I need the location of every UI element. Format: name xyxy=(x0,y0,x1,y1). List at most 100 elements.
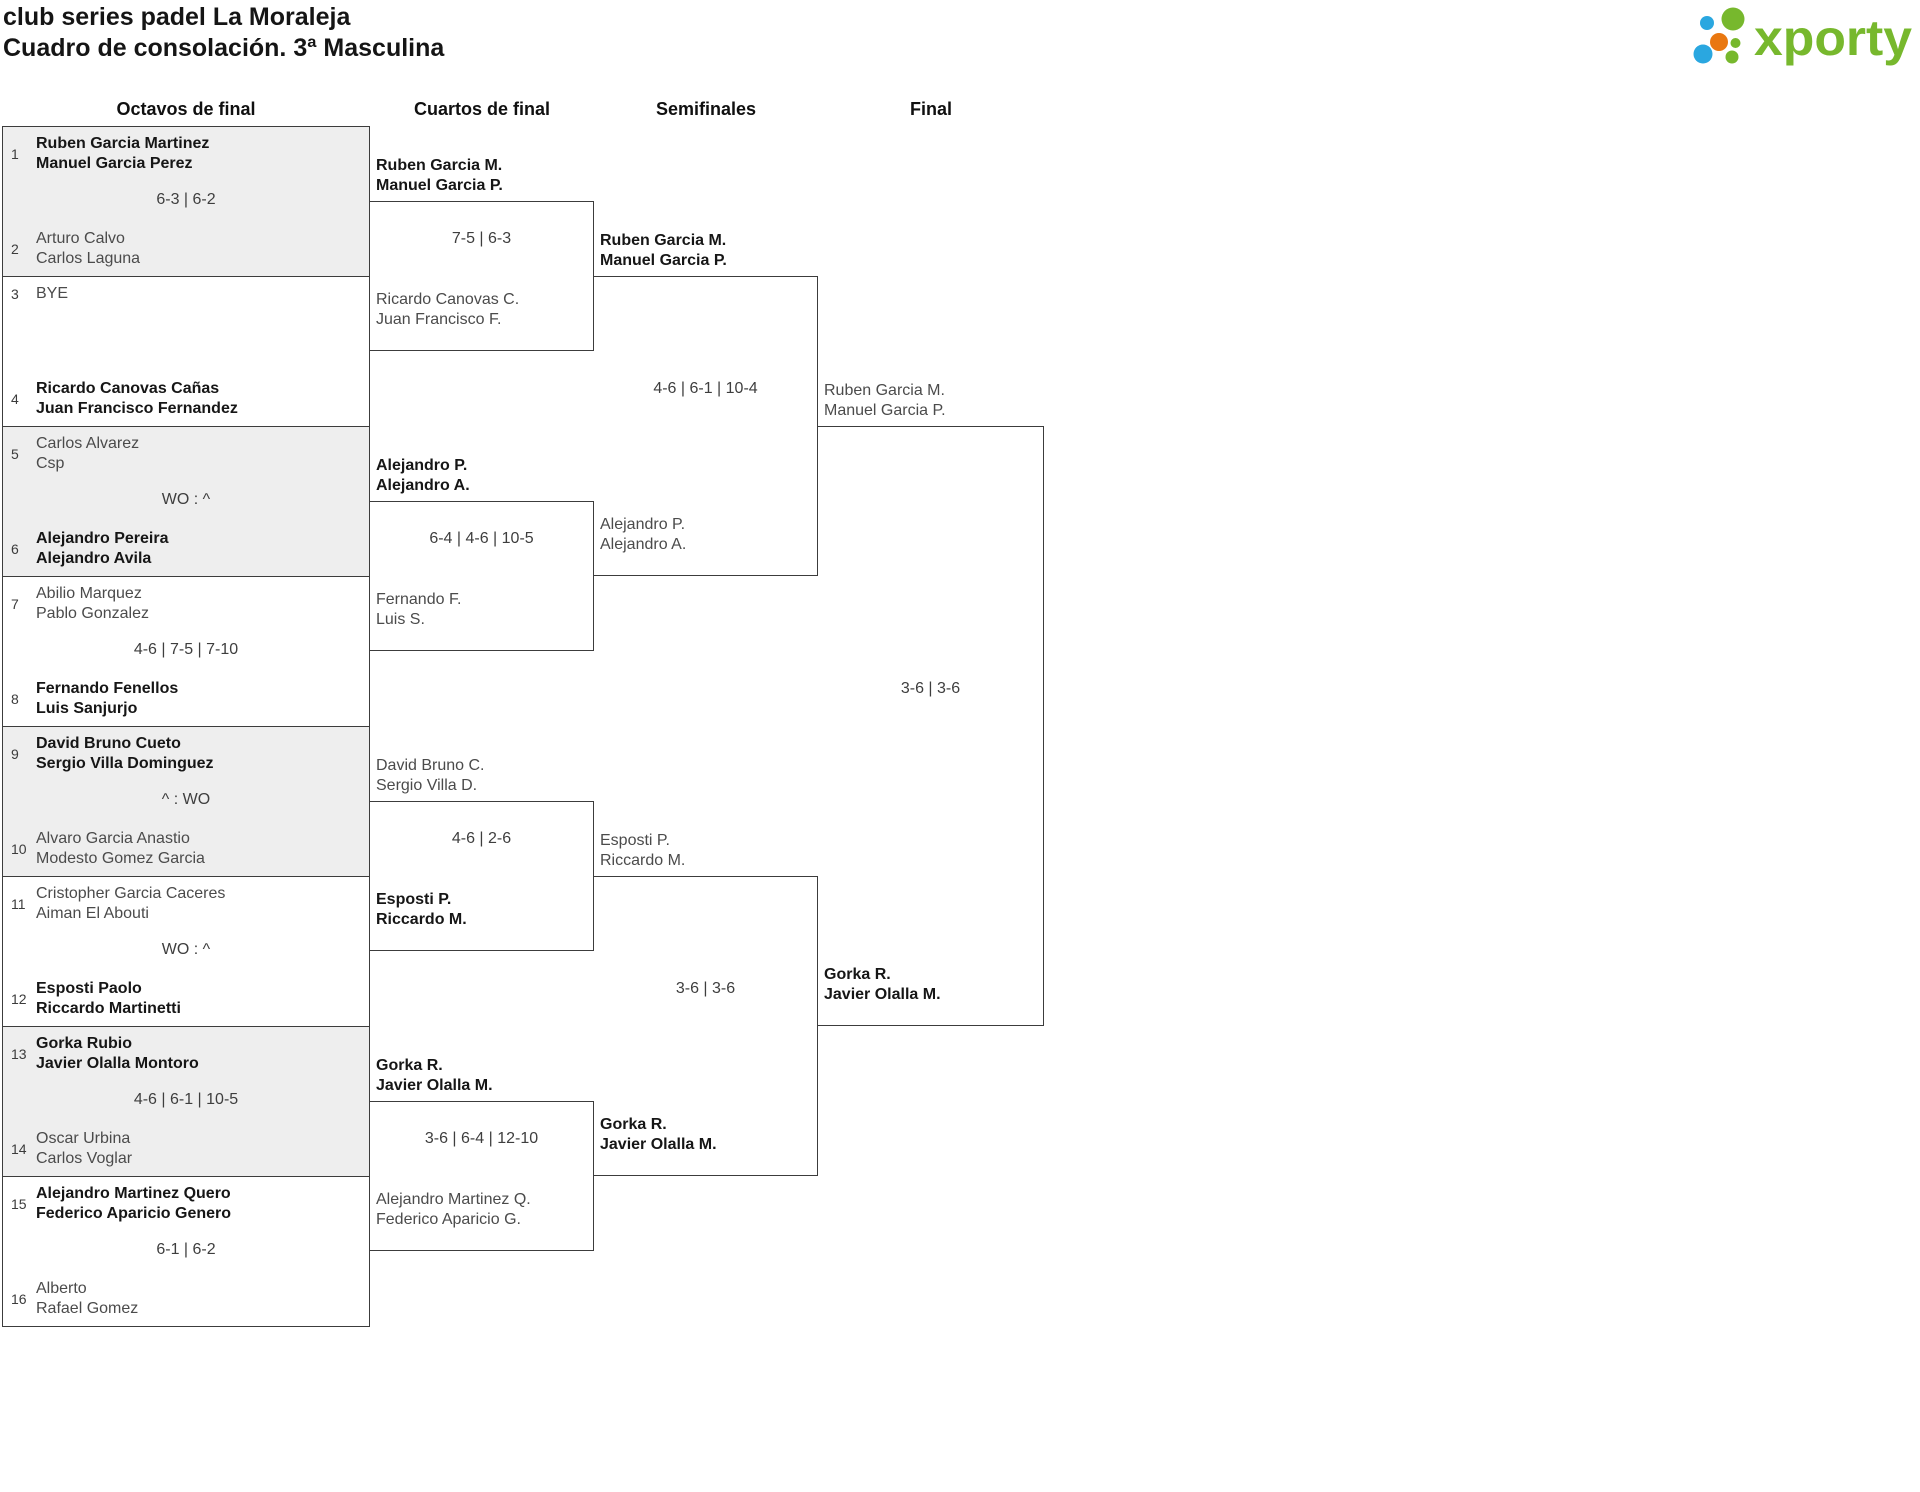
octavos-match-4: 7 Abilio Marquez Pablo Gonzalez 4-6 | 7-… xyxy=(2,576,370,727)
team-name: Esposti P. Riccardo M. xyxy=(600,832,686,869)
team-name: Esposti Paolo Riccardo Martinetti xyxy=(36,980,181,1017)
match-score: WO : ^ xyxy=(161,491,211,508)
octavos-match-5: 9 David Bruno Cueto Sergio Villa Domingu… xyxy=(2,726,370,877)
match-score: 4-6 | 6-1 | 10-5 xyxy=(133,1091,239,1108)
bracket-subtitle: Cuadro de consolación. 3ª Masculina xyxy=(3,34,445,62)
seed-number: 15 xyxy=(11,1196,27,1212)
team-name: Gorka R. Javier Olalla M. xyxy=(600,1116,717,1153)
team-name: Oscar Urbina Carlos Voglar xyxy=(36,1130,133,1167)
page-header: club series padel La Moraleja Cuadro de … xyxy=(3,2,444,64)
team-slot: 12 Esposti Paolo Riccardo Martinetti xyxy=(9,979,181,1019)
team-name: Alejandro P. Alejandro A. xyxy=(600,516,687,553)
team-slot: 4 Ricardo Canovas Cañas Juan Francisco F… xyxy=(9,379,238,419)
round-header-octavos: Octavos de final xyxy=(116,99,256,119)
match-score: 6-3 | 6-2 xyxy=(156,191,216,208)
logo-dot xyxy=(1725,50,1739,64)
octavos-match-2: 3 BYE 4 Ricardo Canovas Cañas Juan Franc… xyxy=(2,276,370,427)
team-slot: 1 Ruben Garcia Martinez Manuel Garcia Pe… xyxy=(9,134,209,174)
team-slot: 14 Oscar Urbina Carlos Voglar xyxy=(9,1129,132,1169)
team-name: David Bruno Cueto Sergio Villa Dominguez xyxy=(36,735,214,772)
team-name: Ricardo Canovas Cañas Juan Francisco Fer… xyxy=(36,380,238,417)
seed-number: 5 xyxy=(11,446,19,462)
logo-wordmark: xporty xyxy=(1754,10,1912,66)
team-name: BYE xyxy=(36,285,69,302)
team-slot: 8 Fernando Fenellos Luis Sanjurjo xyxy=(9,679,178,719)
seed-number: 1 xyxy=(11,146,19,162)
seed-number: 13 xyxy=(11,1046,27,1062)
octavos-match-1: 1 Ruben Garcia Martinez Manuel Garcia Pe… xyxy=(2,126,370,277)
round-header-cuartos: Cuartos de final xyxy=(413,99,551,119)
cuartos-match-3: David Bruno C. Sergio Villa D. 4-6 | 2-6… xyxy=(370,757,594,951)
team-name: Alejandro Pereira Alejandro Avila xyxy=(36,530,169,567)
team-name: Carlos Alvarez Csp xyxy=(36,435,140,472)
team-name: Gorka R. Javier Olalla M. xyxy=(824,966,941,1003)
team-slot: 15 Alejandro Martinez Quero Federico Apa… xyxy=(9,1184,231,1224)
team-name: David Bruno C. Sergio Villa D. xyxy=(376,757,485,794)
octavos-match-6: 11 Cristopher Garcia Caceres Aiman El Ab… xyxy=(2,876,370,1027)
match-score: 7-5 | 6-3 xyxy=(451,230,512,247)
team-name: Ruben Garcia Martinez Manuel Garcia Pere… xyxy=(36,135,210,172)
seed-number: 4 xyxy=(11,391,19,407)
final-match: Ruben Garcia M. Manuel Garcia P. 3-6 | 3… xyxy=(818,382,1044,1026)
seed-number: 16 xyxy=(11,1291,27,1307)
team-name: Alberto Rafael Gomez xyxy=(36,1280,139,1317)
team-slot: 7 Abilio Marquez Pablo Gonzalez xyxy=(9,584,149,624)
seed-number: 14 xyxy=(11,1141,27,1157)
logo-dot xyxy=(1710,33,1728,51)
round-header-semifinales: Semifinales xyxy=(655,99,757,119)
cuartos-match-2: Alejandro P. Alejandro A. 6-4 | 4-6 | 10… xyxy=(370,457,594,651)
team-slot: 11 Cristopher Garcia Caceres Aiman El Ab… xyxy=(9,884,225,924)
team-name: Esposti P. Riccardo M. xyxy=(376,891,467,928)
team-name: Alvaro Garcia Anastio Modesto Gomez Garc… xyxy=(36,830,205,867)
team-name: Alejandro P. Alejandro A. xyxy=(376,457,470,494)
match-score: 6-4 | 4-6 | 10-5 xyxy=(429,530,534,547)
team-slot: 3 BYE xyxy=(9,284,68,304)
team-name: Abilio Marquez Pablo Gonzalez xyxy=(36,585,149,622)
octavos-match-8: 15 Alejandro Martinez Quero Federico Apa… xyxy=(2,1176,370,1327)
logo-dot xyxy=(1730,38,1741,48)
team-slot: 2 Arturo Calvo Carlos Laguna xyxy=(9,229,140,269)
logo-dot xyxy=(1693,44,1713,64)
team-name: Alejandro Martinez Quero Federico Aparic… xyxy=(36,1185,232,1222)
seed-number: 7 xyxy=(11,596,19,612)
seed-number: 11 xyxy=(11,896,26,912)
match-score: 6-1 | 6-2 xyxy=(156,1241,216,1258)
seed-number: 10 xyxy=(11,841,27,857)
seed-number: 3 xyxy=(11,286,19,302)
team-slot: 5 Carlos Alvarez Csp xyxy=(9,434,139,474)
seed-number: 12 xyxy=(11,991,27,1007)
team-slot: 13 Gorka Rubio Javier Olalla Montoro xyxy=(9,1034,199,1074)
team-name: Fernando Fenellos Luis Sanjurjo xyxy=(36,680,179,717)
seed-number: 8 xyxy=(11,691,19,707)
match-score: 3-6 | 3-6 xyxy=(900,680,961,697)
team-name: Ricardo Canovas C. Juan Francisco F. xyxy=(376,291,520,328)
team-name: Ruben Garcia M. Manuel Garcia P. xyxy=(600,232,727,269)
logo-dot xyxy=(1721,7,1745,31)
seed-number: 6 xyxy=(11,541,19,557)
team-name: Gorka Rubio Javier Olalla Montoro xyxy=(36,1035,199,1072)
cuartos-match-4: Gorka R. Javier Olalla M. 3-6 | 6-4 | 12… xyxy=(370,1057,594,1251)
octavos-match-3: 5 Carlos Alvarez Csp WO : ^ 6 Alejandro … xyxy=(2,426,370,577)
team-name: Gorka R. Javier Olalla M. xyxy=(376,1057,493,1094)
seed-number: 2 xyxy=(11,241,19,257)
match-score: 4-6 | 6-1 | 10-4 xyxy=(653,380,758,397)
cuartos-match-1: Ruben Garcia M. Manuel Garcia P. 7-5 | 6… xyxy=(370,157,594,351)
match-score: 4-6 | 7-5 | 7-10 xyxy=(133,641,239,658)
team-name: Ruben Garcia M. Manuel Garcia P. xyxy=(824,382,946,419)
team-slot: 16 Alberto Rafael Gomez xyxy=(9,1279,138,1319)
team-slot: 6 Alejandro Pereira Alejandro Avila xyxy=(9,529,169,569)
team-name: Arturo Calvo Carlos Laguna xyxy=(36,230,141,267)
semifinal-match-2: Esposti P. Riccardo M. 3-6 | 3-6 Gorka R… xyxy=(594,832,818,1176)
team-name: Fernando F. Luis S. xyxy=(376,591,462,628)
match-score: 4-6 | 2-6 xyxy=(451,830,512,847)
match-score: 3-6 | 3-6 xyxy=(675,980,736,997)
tournament-title: club series padel La Moraleja xyxy=(3,3,351,31)
team-slot: 9 David Bruno Cueto Sergio Villa Domingu… xyxy=(9,734,214,774)
xporty-logo: xporty xyxy=(1693,7,1912,66)
semifinal-match-1: Ruben Garcia M. Manuel Garcia P. 4-6 | 6… xyxy=(594,232,818,576)
team-name: Cristopher Garcia Caceres Aiman El About… xyxy=(36,885,226,922)
match-score: 3-6 | 6-4 | 12-10 xyxy=(424,1130,539,1147)
logo-dot xyxy=(1700,16,1714,30)
team-name: Alejandro Martinez Q. Federico Aparicio … xyxy=(376,1191,531,1228)
